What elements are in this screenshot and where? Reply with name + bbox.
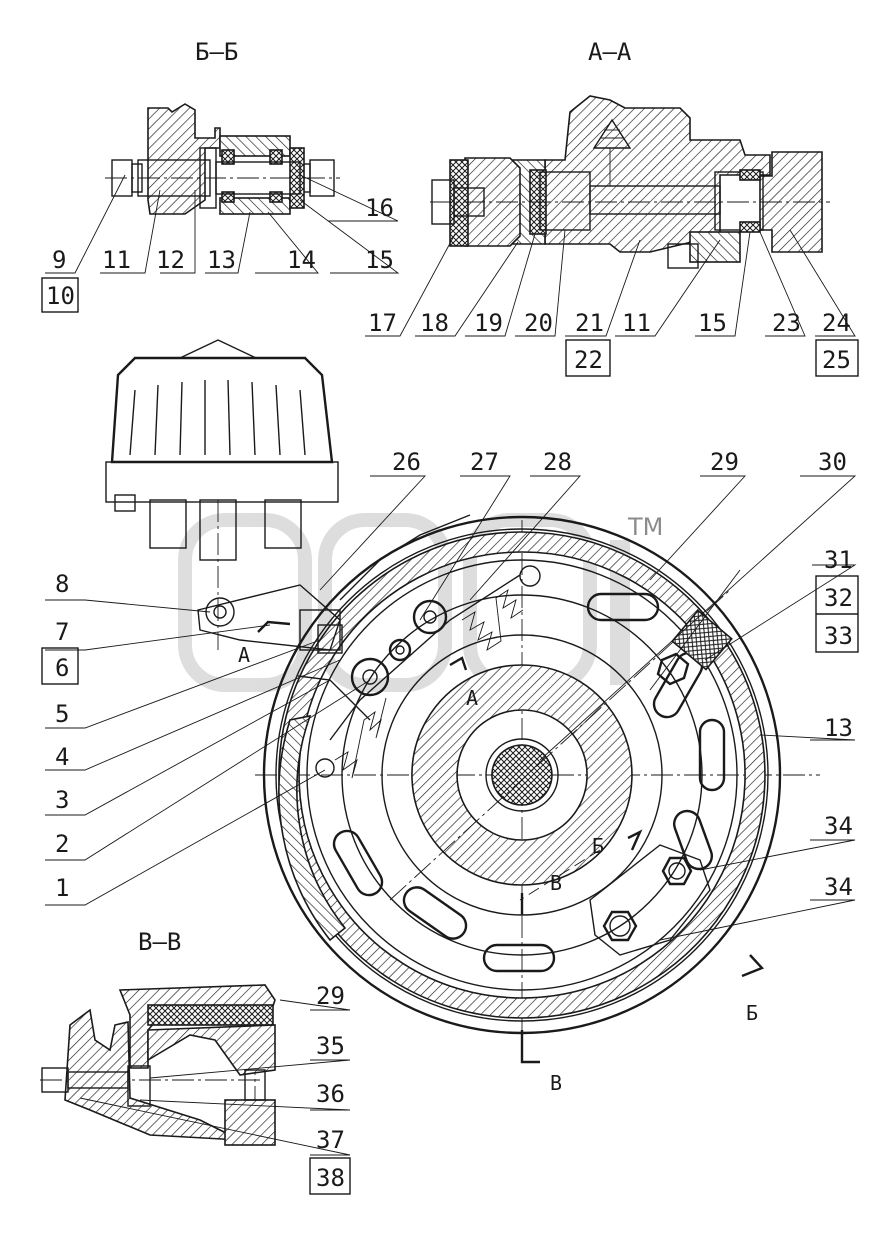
label-22: 22 bbox=[574, 346, 603, 374]
label-37: 37 bbox=[316, 1126, 345, 1154]
label-33: 33 bbox=[824, 622, 853, 650]
label-14: 14 bbox=[287, 246, 316, 274]
label-29b: 29 bbox=[316, 982, 345, 1010]
label-13b: 13 bbox=[824, 714, 853, 742]
cut-mark-b-lower: Б bbox=[746, 1001, 758, 1025]
label-6: 6 bbox=[55, 654, 69, 682]
label-8: 8 bbox=[55, 570, 69, 598]
label-28: 28 bbox=[543, 448, 572, 476]
label-1: 1 bbox=[55, 874, 69, 902]
label-36: 36 bbox=[316, 1080, 345, 1108]
label-2: 2 bbox=[55, 830, 69, 858]
section-aa: А–А bbox=[430, 38, 830, 269]
label-35: 35 bbox=[316, 1032, 345, 1060]
main-view bbox=[105, 339, 820, 1064]
label-30: 30 bbox=[818, 448, 847, 476]
label-25: 25 bbox=[822, 346, 851, 374]
cut-mark-a-left: А bbox=[238, 643, 250, 667]
label-34a: 34 bbox=[824, 812, 853, 840]
watermark-tm: TM bbox=[627, 513, 663, 541]
label-15a: 15 bbox=[365, 246, 394, 274]
label-31: 31 bbox=[824, 546, 853, 574]
label-7: 7 bbox=[55, 618, 69, 646]
label-4: 4 bbox=[55, 743, 69, 771]
label-34b: 34 bbox=[824, 873, 853, 901]
label-16: 16 bbox=[365, 194, 394, 222]
cut-mark-v-lower: В bbox=[550, 1071, 562, 1095]
label-5: 5 bbox=[55, 700, 69, 728]
label-19: 19 bbox=[474, 309, 503, 337]
section-bb: Б–Б bbox=[105, 38, 340, 215]
label-12: 12 bbox=[156, 246, 185, 274]
label-18: 18 bbox=[420, 309, 449, 337]
cut-mark-v-upper: В bbox=[550, 871, 562, 895]
label-9: 9 bbox=[52, 246, 66, 274]
label-29a: 29 bbox=[710, 448, 739, 476]
leader-lines bbox=[45, 174, 857, 1156]
label-17: 17 bbox=[368, 309, 397, 337]
label-32: 32 bbox=[824, 584, 853, 612]
section-bb-title: Б–Б bbox=[195, 38, 238, 66]
label-11a: 11 bbox=[102, 246, 131, 274]
label-10: 10 bbox=[46, 282, 75, 310]
cut-mark-a-right: А bbox=[466, 686, 478, 710]
label-26: 26 bbox=[392, 448, 421, 476]
section-vv-title: В–В bbox=[138, 928, 181, 956]
label-13a: 13 bbox=[207, 246, 236, 274]
section-vv: В–В bbox=[40, 928, 276, 1146]
cut-mark-b-upper: Б bbox=[592, 834, 604, 858]
label-3: 3 bbox=[55, 786, 69, 814]
part-labels: 9 10 11 12 13 14 15 16 17 18 19 20 21 11… bbox=[41, 194, 859, 1195]
label-15b: 15 bbox=[698, 309, 727, 337]
label-21: 21 bbox=[575, 309, 604, 337]
label-11b: 11 bbox=[622, 309, 651, 337]
label-20: 20 bbox=[524, 309, 553, 337]
label-24: 24 bbox=[822, 309, 851, 337]
label-38: 38 bbox=[316, 1164, 345, 1192]
label-27: 27 bbox=[470, 448, 499, 476]
section-aa-title: А–А bbox=[588, 38, 632, 66]
label-23: 23 bbox=[772, 309, 801, 337]
